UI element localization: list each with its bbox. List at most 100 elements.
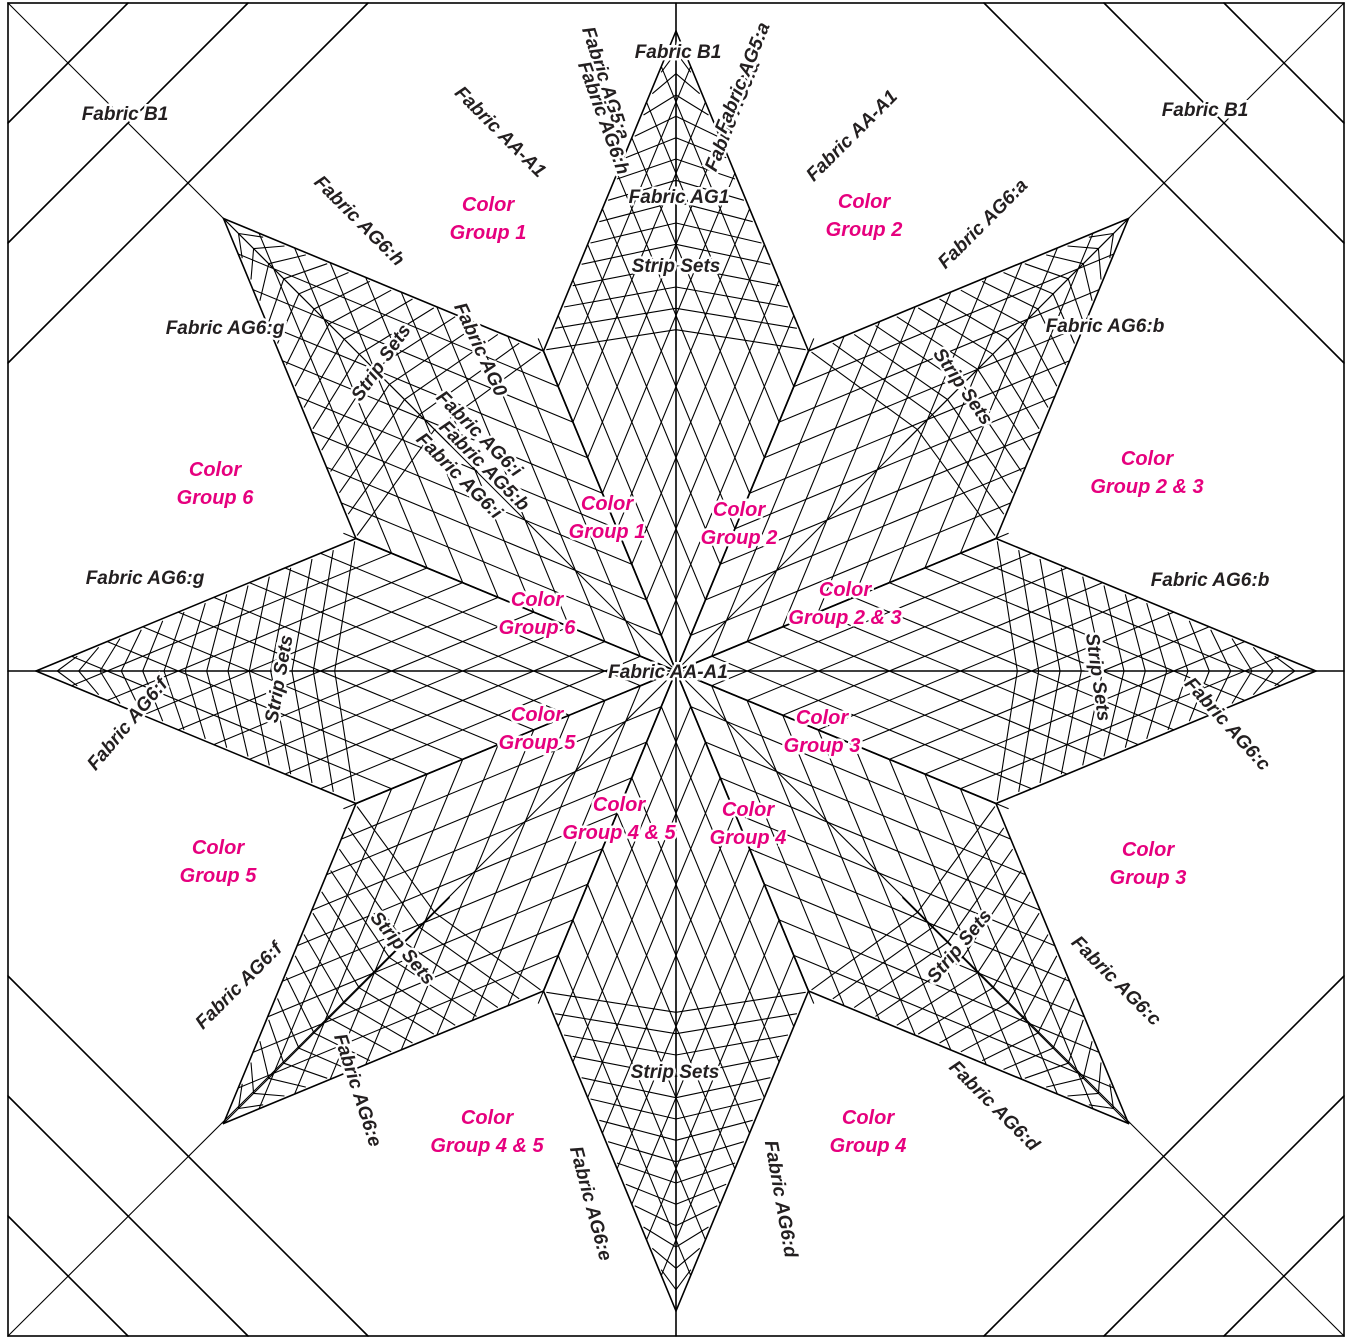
feather-line: [1068, 246, 1099, 249]
grid-line: [661, 955, 794, 1275]
fabric-label: Fabric B1: [1162, 100, 1249, 121]
grid-line: [854, 612, 1174, 745]
feather-line: [591, 223, 677, 243]
grid-line: [253, 920, 573, 1053]
grid-line: [558, 707, 691, 1027]
feather-line: [599, 1120, 676, 1140]
grid-line: [214, 597, 534, 730]
feather-line: [121, 630, 141, 671]
grid-line: [320, 656, 640, 789]
grid-line: [602, 849, 735, 1169]
feather-line: [652, 1248, 676, 1268]
color-group-label: ColorGroup 2 & 3: [788, 579, 901, 629]
grid-line: [764, 884, 1084, 1017]
feather-line: [676, 223, 762, 243]
feather-line: [1008, 339, 1048, 407]
grid-line: [268, 884, 588, 1017]
color-group-label: ColorGroup 4: [830, 1107, 907, 1157]
feather-line: [676, 287, 788, 307]
grid-line: [341, 707, 661, 840]
feather-line: [1168, 612, 1188, 671]
feather-line: [1253, 647, 1273, 671]
grid-line: [764, 325, 1084, 458]
feather-line: [591, 1099, 677, 1119]
grid-line: [818, 292, 951, 612]
feather-line: [940, 1003, 1008, 1043]
feather-line: [1008, 935, 1048, 1003]
grid-line: [588, 244, 721, 564]
feather-line: [854, 334, 947, 399]
feather-line: [339, 400, 404, 493]
star-point-edge: [809, 991, 1129, 1124]
grid-line: [889, 759, 1022, 1079]
feather-line: [251, 249, 254, 280]
feather-line: [79, 671, 99, 695]
grid-line: [573, 742, 706, 1062]
grid-line: [617, 813, 750, 1133]
feather-line: [164, 612, 184, 671]
feather-line: [435, 912, 541, 990]
feather-line: [313, 913, 359, 988]
grid-line: [588, 138, 721, 458]
feather-line: [269, 1020, 284, 1063]
feather-spine: [224, 897, 450, 1123]
fabric-label: Fabric AG6:d: [945, 1057, 1044, 1156]
feather-line: [1098, 249, 1101, 280]
strip-sets-label: Strip Sets: [631, 1062, 720, 1083]
fabric-label: Fabric AG1: [629, 187, 730, 208]
grid-line: [632, 138, 765, 458]
feather-line: [79, 647, 99, 671]
fabric-label: Fabric AG6:c: [1180, 674, 1275, 776]
grid-line: [854, 277, 987, 597]
feather-line: [1253, 671, 1273, 695]
grid-line: [617, 173, 750, 493]
feather-line: [564, 287, 676, 307]
grid-line: [783, 583, 1103, 716]
fabric-label: Fabric AG6:e: [329, 1031, 385, 1150]
color-group-label: ColorGroup 3: [1110, 839, 1187, 889]
feather-line: [676, 1099, 762, 1119]
grid-line: [573, 280, 706, 600]
feather-line: [1104, 586, 1124, 672]
grid-line: [214, 612, 534, 745]
grid-line: [238, 254, 558, 387]
grid-line: [647, 280, 780, 600]
grid-line: [889, 583, 1209, 716]
grid-line: [750, 361, 1070, 494]
grid-line: [558, 315, 691, 635]
feather-line: [357, 807, 435, 913]
fabric-label: Fabric AG0: [449, 300, 511, 400]
label-layer: Fabric B1 Fabric B1 Fabric B1 Fabric AG5…: [82, 19, 1275, 1263]
grid-line: [712, 656, 1032, 789]
grid-line: [602, 813, 735, 1133]
grid-line: [661, 315, 794, 635]
feather-line: [292, 671, 312, 783]
fabric-label: Fabric AG6:d: [760, 1139, 801, 1260]
grid-line: [735, 396, 1055, 529]
feather-line: [164, 671, 184, 730]
grid-line: [647, 742, 780, 1062]
color-group-label: ColorGroup 1: [450, 194, 527, 244]
feather-line: [249, 577, 269, 671]
grid-line: [238, 955, 558, 1088]
star-point-edge: [36, 671, 356, 804]
feather-line: [1168, 671, 1188, 730]
grid-line: [253, 290, 573, 423]
grid-line: [143, 627, 463, 760]
grid-line: [143, 583, 463, 716]
feather-line: [207, 594, 227, 671]
grid-line: [602, 173, 735, 493]
feather-line: [1025, 1063, 1068, 1078]
grid-line: [282, 849, 602, 982]
feather-line: [284, 1063, 327, 1078]
star-point-edge: [544, 991, 677, 1311]
fabric-label: Fabric AA-A1: [450, 82, 549, 181]
feather-line: [284, 264, 327, 279]
grid-line: [854, 597, 1174, 730]
star-point-edge: [996, 671, 1316, 804]
feather-line: [251, 1063, 254, 1094]
feather-line: [917, 430, 995, 536]
